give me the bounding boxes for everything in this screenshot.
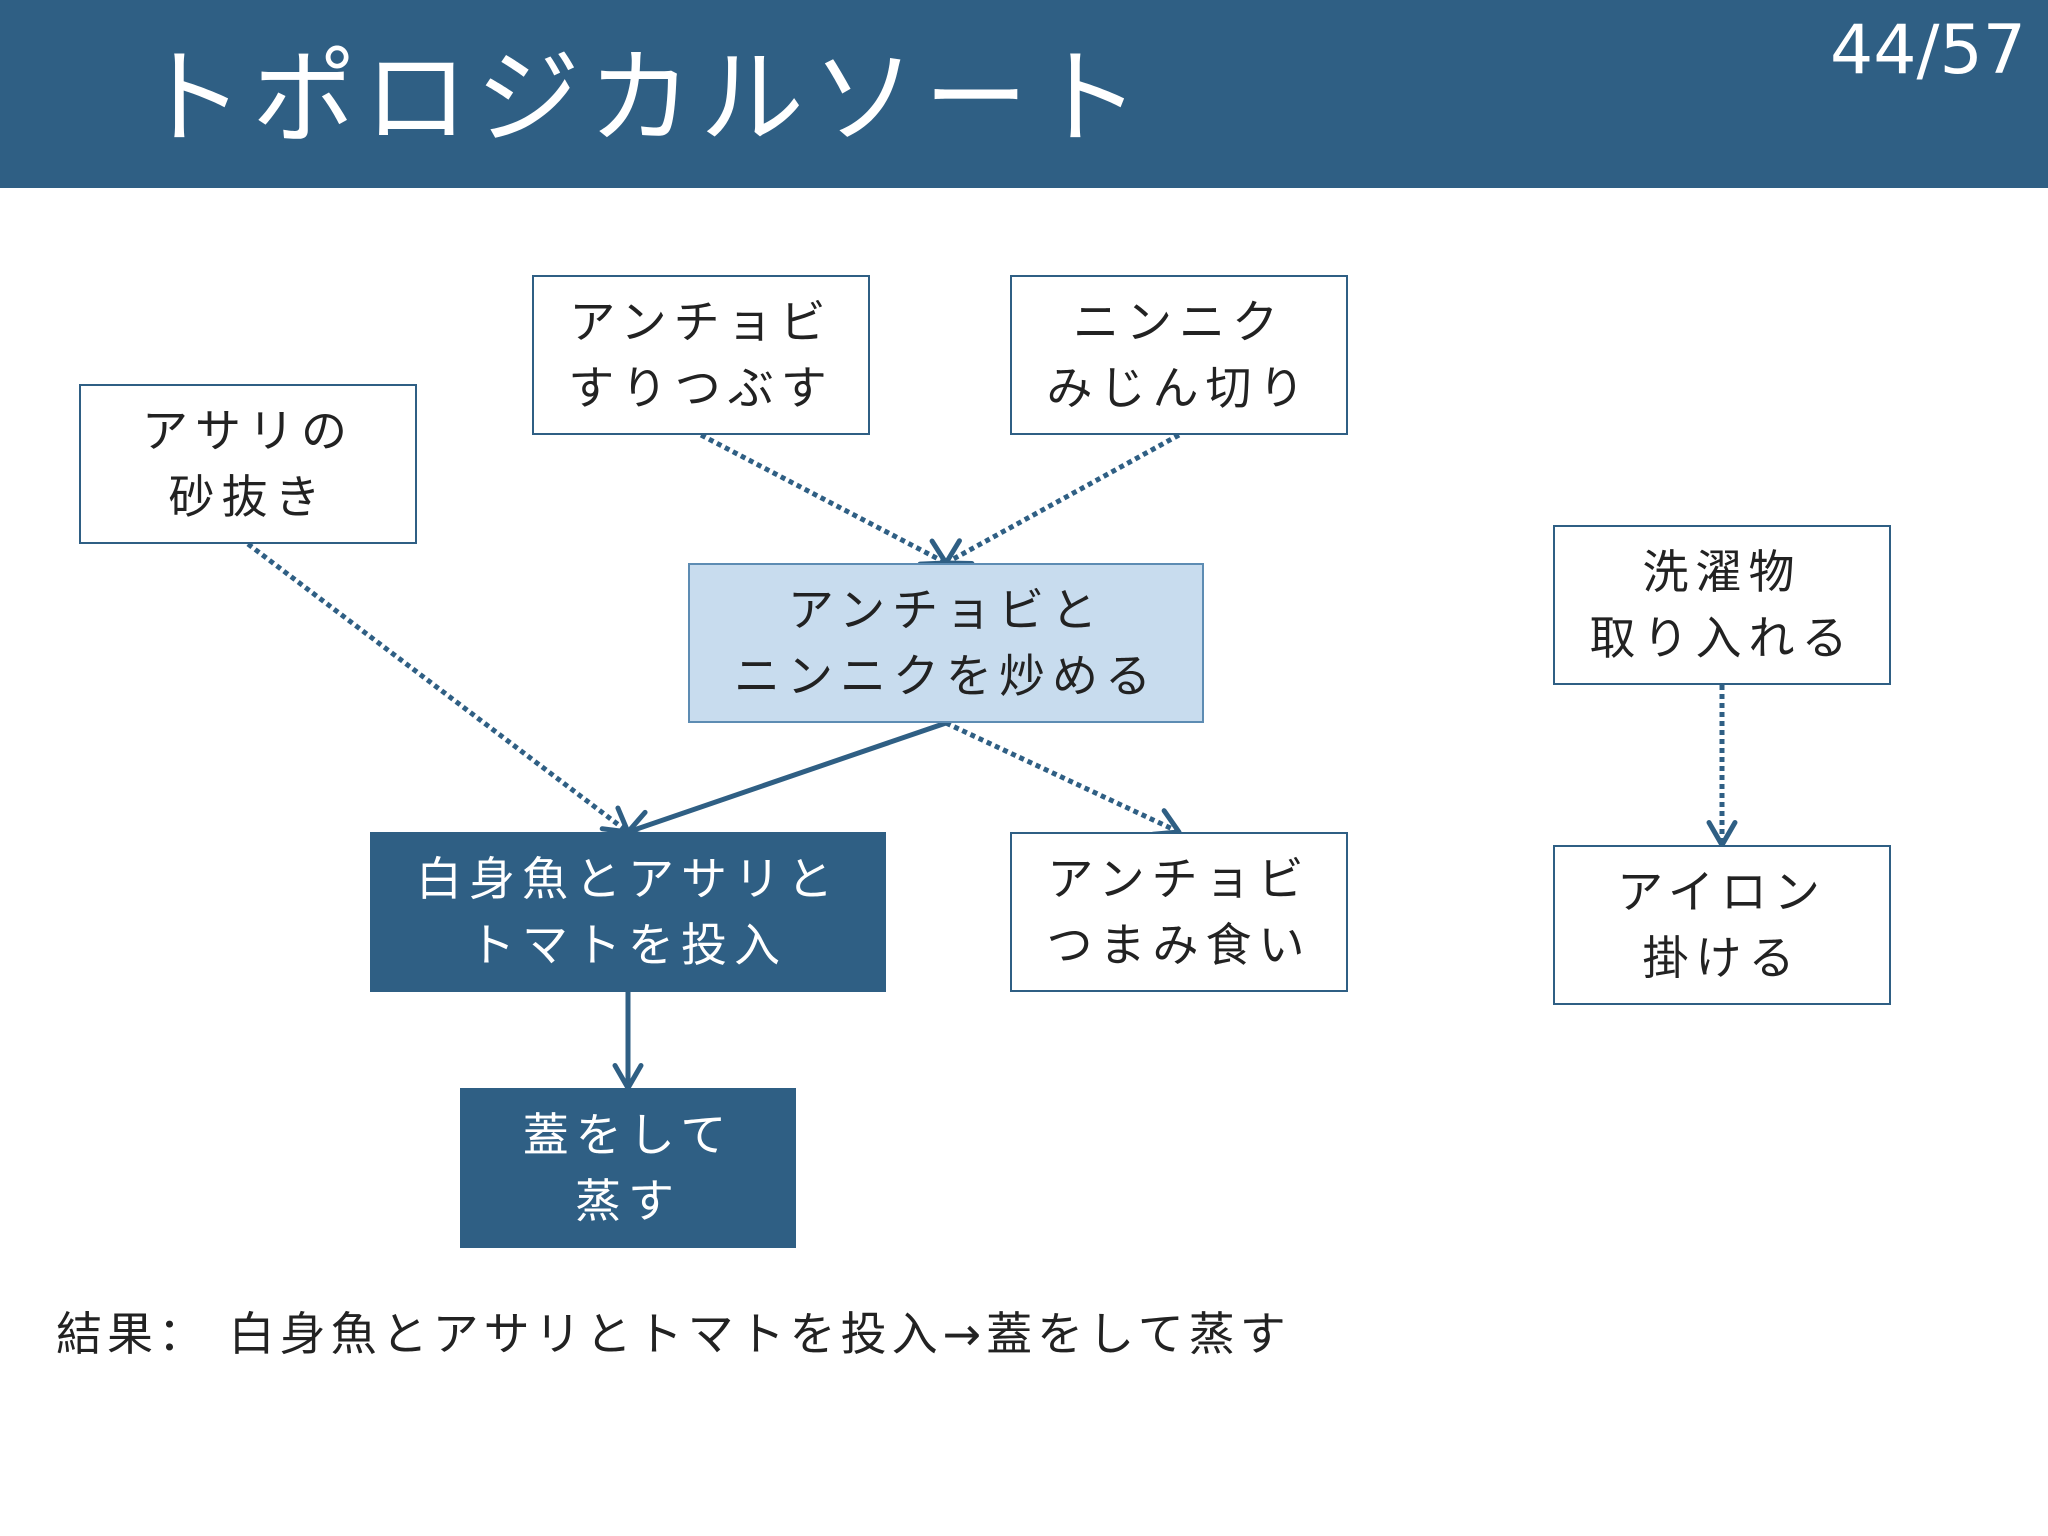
node-line: 砂抜き [168, 470, 328, 524]
edge-fry-to-add_fish [627, 720, 947, 835]
node-line: 洗濯物 [1642, 545, 1802, 599]
node-line: トマトを投入 [469, 918, 787, 972]
node-line: アンチョビ [1047, 852, 1311, 906]
node-line: つまみ食い [1046, 918, 1312, 972]
arrowhead-fry [943, 538, 975, 567]
node-line: 取り入れる [1589, 611, 1855, 665]
slide-title: トポロジカルソート [140, 37, 1149, 159]
node-line: ニンニクを炒める [734, 649, 1158, 703]
node-add-fish-clam-tomato: 白身魚とアサリと トマトを投入 [370, 832, 886, 992]
node-line: 掛ける [1642, 931, 1802, 985]
result-text: 結果： 白身魚とアサリとトマトを投入→蓋をして蒸す [56, 1307, 1291, 1361]
node-anchovy-snack: アンチョビ つまみ食い [1010, 832, 1348, 992]
node-laundry-take-in: 洗濯物 取り入れる [1553, 525, 1891, 685]
node-clam-desand: アサリの 砂抜き [79, 384, 417, 544]
arrowhead-ironing [1706, 819, 1738, 848]
node-line: アンチョビ [569, 295, 833, 349]
page-number: 44/57 [1830, 11, 2026, 90]
edge-anchovy_crush-to-fry [699, 432, 948, 566]
node-line: アイロン [1617, 865, 1827, 919]
arrowhead-add_fish [599, 805, 631, 835]
edge-fry-to-anchovy_snack [944, 720, 1181, 835]
node-line: ニンニク [1073, 295, 1285, 349]
node-line: 白身魚とアサリと [416, 852, 840, 906]
node-anchovy-crush: アンチョビ すりつぶす [532, 275, 870, 435]
arrowhead-fry [917, 538, 949, 567]
arrowhead-steam [612, 1062, 644, 1091]
node-line: 蓋をして [522, 1108, 734, 1162]
node-fry-anchovy-garlic: アンチョビと ニンニクを炒める [688, 563, 1204, 723]
node-ironing: アイロン 掛ける [1553, 845, 1891, 1005]
node-line: アサリの [142, 404, 354, 458]
node-garlic-mince: ニンニク みじん切り [1010, 275, 1348, 435]
edge-clam_desand-to-add_fish [246, 542, 630, 834]
node-cover-and-steam: 蓋をして 蒸す [460, 1088, 796, 1248]
header-bar: トポロジカルソート 44/57 [0, 0, 2048, 188]
node-line: みじん切り [1046, 361, 1312, 415]
node-line: すりつぶす [568, 361, 834, 415]
node-line: アンチョビと [787, 583, 1105, 637]
edge-garlic_mince-to-fry [944, 432, 1181, 566]
node-line: 蒸す [575, 1174, 681, 1228]
arrowhead-anchovy_snack [1150, 808, 1182, 837]
